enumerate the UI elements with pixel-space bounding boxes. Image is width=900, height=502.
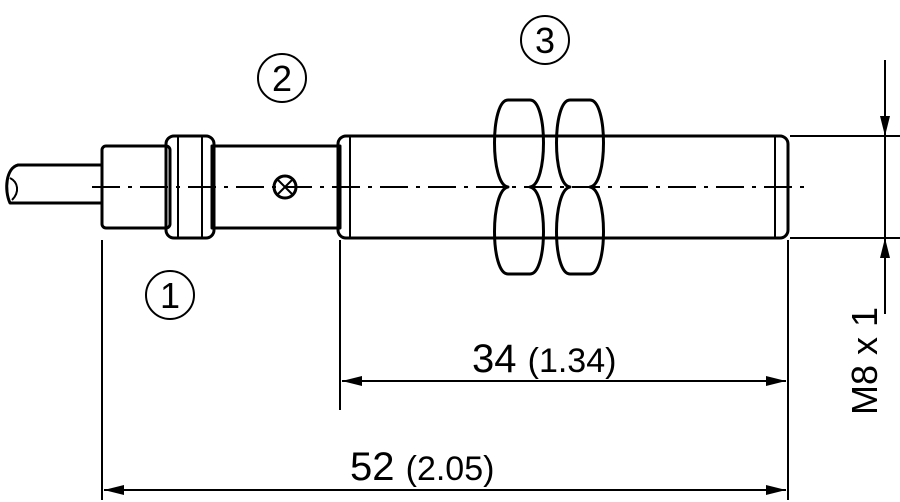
callout-1: 1 <box>145 270 195 320</box>
lock-nut-left <box>493 98 545 276</box>
dimension-34-value: 34 (1.34) <box>472 337 616 381</box>
callout-3: 3 <box>520 15 570 65</box>
callout-2-number: 2 <box>272 58 292 99</box>
cable <box>5 163 104 205</box>
lock-nut-right <box>555 98 605 276</box>
dimension-52-value: 52 (2.05) <box>350 445 494 489</box>
callout-1-number: 1 <box>160 275 180 316</box>
dimension-52: 52 (2.05) <box>104 445 786 495</box>
dimension-34: 34 (1.34) <box>342 337 786 386</box>
callout-2: 2 <box>257 53 307 103</box>
callout-3-number: 3 <box>535 20 555 61</box>
thread-size-label: M8 x 1 <box>844 307 885 415</box>
thread-dimension: M8 x 1 <box>844 60 890 415</box>
